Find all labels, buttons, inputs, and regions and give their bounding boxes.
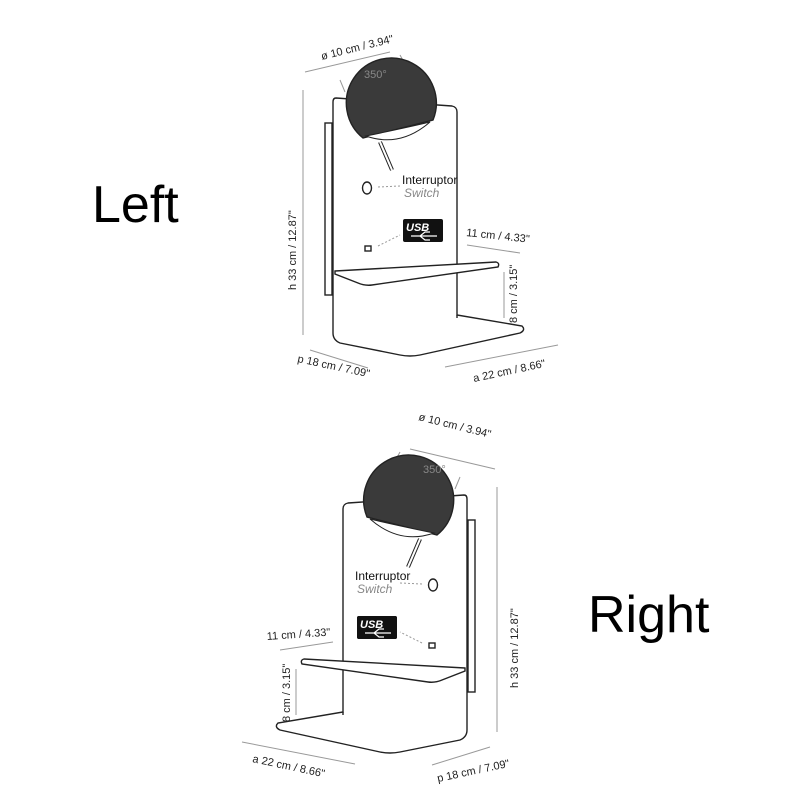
shelf-height-label: 8 cm / 3.15" bbox=[508, 265, 520, 323]
height-label: h 33 cm / 12.87" bbox=[509, 608, 521, 688]
rotation-label: 350° bbox=[364, 69, 387, 81]
variant-title-left: Left bbox=[92, 176, 179, 234]
shelf-height-label: 8 cm / 3.15" bbox=[281, 664, 293, 722]
usb-label: USB bbox=[406, 222, 429, 234]
switch-label: Interruptor bbox=[402, 173, 457, 187]
depth-label: p 18 cm / 7.09" bbox=[436, 758, 511, 785]
rotation-label: 350° bbox=[423, 464, 446, 476]
height-label: h 33 cm / 12.87" bbox=[287, 210, 299, 290]
switch-label: Interruptor bbox=[355, 569, 410, 583]
switch-label-en: Switch bbox=[357, 582, 393, 596]
width-label: a 22 cm / 8.66" bbox=[472, 358, 547, 385]
shelf-width-label: 11 cm / 4.33" bbox=[466, 227, 531, 246]
diameter-label: ø 10 cm / 3.94" bbox=[417, 411, 492, 441]
shelf-width-label: 11 cm / 4.33" bbox=[266, 627, 330, 643]
variant-title-right: Right bbox=[588, 586, 710, 644]
usb-icon bbox=[365, 628, 391, 638]
width-label: a 22 cm / 8.66" bbox=[251, 753, 326, 780]
switch-label-en: Switch bbox=[404, 186, 440, 200]
usb-label: USB bbox=[360, 619, 383, 631]
